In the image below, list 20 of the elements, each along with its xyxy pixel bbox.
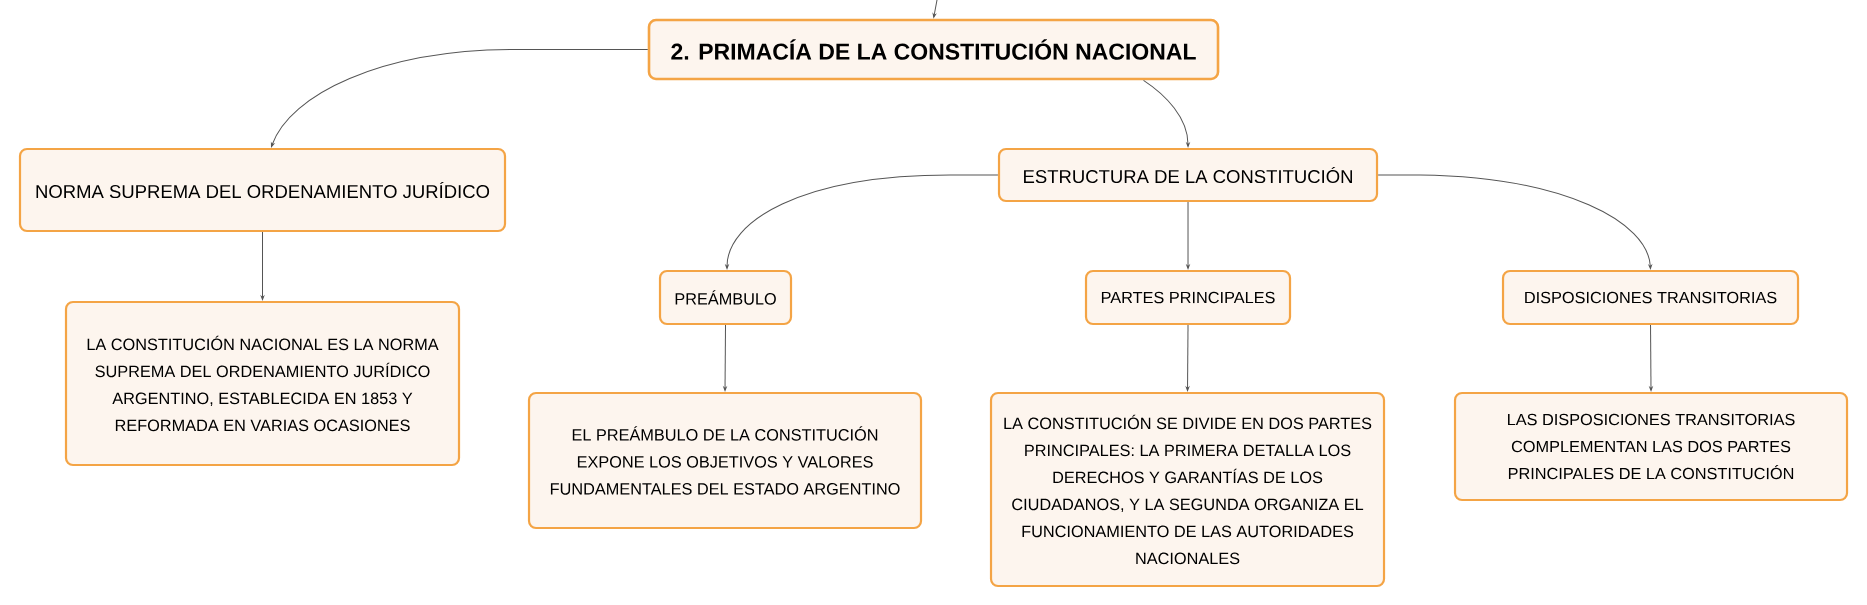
- description-box: LA CONSTITUCIÓN SE DIVIDE EN DOS PARTES PRINCIPALES: LA PRIMERA DETALLA LOS DERECHOS Y GARANTÍAS DE LOS CIUDADANOS, Y LA SEGUNDA ORGANIZA EL FUNCIONAMIENTO DE LAS AUTORIDADES NACIONALES: [989, 391, 1386, 588]
- connector-arrow: [1143, 79, 1190, 147]
- connector-arrow: [723, 324, 727, 391]
- connector-arrow: [1649, 324, 1653, 391]
- subtopic-box: PREÁMBULO: [658, 269, 793, 326]
- connector-arrow: [270, 49, 649, 148]
- connector-arrow: [1185, 324, 1190, 391]
- subtopic-box: PARTES PRINCIPALES: [1084, 269, 1292, 326]
- title-box: 2. PRIMACÍA DE LA CONSTITUCIÓN NACIONAL: [647, 18, 1220, 81]
- connector-arrow: [725, 174, 999, 269]
- description-box: LA CONSTITUCIÓN NACIONAL ES LA NORMA SUPREMA DEL ORDENAMIENTO JURÍDICO ARGENTINO, ESTABLECIDA EN 1853 Y REFORMADA EN VARIAS OCASIONES: [64, 300, 461, 467]
- connector-arrow: [1186, 201, 1190, 269]
- description-box: LAS DISPOSICIONES TRANSITORIAS COMPLEMENTAN LAS DOS PARTES PRINCIPALES DE LA CONSTITUCIÓN: [1453, 391, 1849, 502]
- connector-arrow: [932, 0, 938, 18]
- topic-box: ESTRUCTURA DE LA CONSTITUCIÓN: [997, 147, 1379, 203]
- connector-arrow: [260, 231, 265, 300]
- topic-box: NORMA SUPREMA DEL ORDENAMIENTO JURÍDICO: [18, 147, 507, 233]
- description-box: EL PREÁMBULO DE LA CONSTITUCIÓN EXPONE LOS OBJETIVOS Y VALORES FUNDAMENTALES DEL ESTADO ARGENTINO: [527, 391, 923, 530]
- connector-arrow: [1377, 174, 1652, 269]
- subtopic-box: DISPOSICIONES TRANSITORIAS: [1501, 269, 1800, 326]
